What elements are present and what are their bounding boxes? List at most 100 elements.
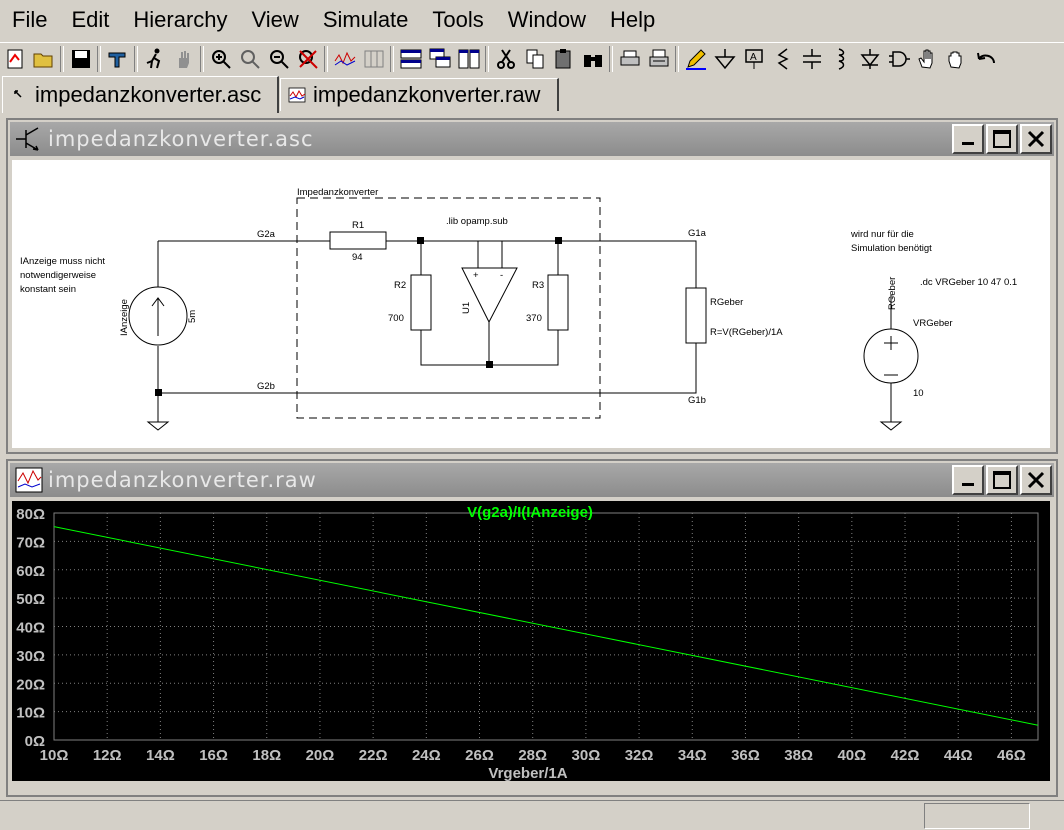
inductor-button[interactable] <box>826 45 855 73</box>
label-rgeber-name: RGeber <box>710 297 743 308</box>
label-lib: .lib opamp.sub <box>446 216 508 227</box>
component-button[interactable] <box>884 45 913 73</box>
paste-icon <box>555 49 570 69</box>
svg-text:A: A <box>750 52 757 63</box>
maximize-button[interactable] <box>986 124 1018 154</box>
component-icon <box>888 51 910 67</box>
paste-button[interactable] <box>549 45 578 73</box>
opamp-plus-label: + <box>473 270 479 281</box>
zoom-pan-icon <box>240 50 260 69</box>
cascade-button[interactable] <box>425 45 454 73</box>
cut-button[interactable] <box>491 45 520 73</box>
menu-file[interactable]: File <box>12 7 48 32</box>
autorange-button[interactable] <box>330 45 359 73</box>
open-folder-icon <box>33 53 52 68</box>
label-u1: U1 <box>461 302 472 314</box>
menu-edit[interactable]: Edit <box>71 7 110 32</box>
label-r3-name: R3 <box>532 280 544 291</box>
note-left-line2: notwendigerweise <box>20 270 96 281</box>
y-tick-label: 20Ω <box>16 676 45 693</box>
tab-waveform[interactable]: impedanzkonverter.raw <box>280 78 559 111</box>
copy-icon <box>526 49 543 69</box>
find-button[interactable] <box>578 45 607 73</box>
run-button[interactable] <box>140 45 169 73</box>
x-tick-label: 44Ω <box>944 747 973 764</box>
trace-line[interactable] <box>53 526 1039 726</box>
label-ianzeige-name: IAnzeige <box>119 299 130 336</box>
x-tick-label: 14Ω <box>146 747 175 764</box>
tile-vertical-button[interactable] <box>454 45 483 73</box>
trace-title[interactable]: V(g2a)/I(IAnzeige) <box>467 504 593 521</box>
label-r2-name: R2 <box>394 280 406 291</box>
printer-setup-icon <box>620 50 639 66</box>
menu-view[interactable]: View <box>251 7 299 32</box>
undo-icon <box>976 52 995 64</box>
zoom-fit-button[interactable] <box>293 45 322 73</box>
label-net-button[interactable]: A <box>739 45 768 73</box>
run-icon <box>146 48 160 69</box>
maximize-button[interactable] <box>986 465 1018 495</box>
label-ianzeige-value: 5m <box>187 310 198 323</box>
x-tick-label: 20Ω <box>306 747 335 764</box>
zoom-in-button[interactable] <box>206 45 235 73</box>
x-tick-label: 18Ω <box>252 747 281 764</box>
schematic-titlebar[interactable]: impedanzkonverter.asc <box>10 122 1054 156</box>
waveform-titlebar[interactable]: impedanzkonverter.raw <box>10 463 1054 497</box>
close-button[interactable] <box>1020 124 1052 154</box>
capacitor-button[interactable] <box>797 45 826 73</box>
zoom-pan-button[interactable] <box>235 45 264 73</box>
undo-button[interactable] <box>971 45 1000 73</box>
label-vrgeber-name: VRGeber <box>913 318 953 329</box>
x-tick-label: 30Ω <box>572 747 601 764</box>
x-axis-label: Vrgeber/1A <box>488 765 567 781</box>
resistor-button[interactable] <box>768 45 797 73</box>
x-tick-label: 34Ω <box>678 747 707 764</box>
label-r3-value: 370 <box>526 313 542 324</box>
minimize-icon <box>962 483 974 486</box>
close-button[interactable] <box>1020 465 1052 495</box>
scissors-icon <box>496 49 515 69</box>
transistor-icon <box>16 127 39 151</box>
x-tick-label: 42Ω <box>891 747 920 764</box>
tile-horizontal-button[interactable] <box>396 45 425 73</box>
new-schematic-icon <box>7 49 22 69</box>
menu-window[interactable]: Window <box>507 7 587 32</box>
drag-hand-icon <box>948 51 961 69</box>
draw-wire-button[interactable] <box>681 45 710 73</box>
tab-schematic[interactable]: impedanzkonverter.asc <box>2 76 279 113</box>
label-g2b: G2b <box>257 381 275 392</box>
tab-waveform-label: impedanzkonverter.raw <box>313 82 541 107</box>
zoom-out-button[interactable] <box>264 45 293 73</box>
print-setup-button[interactable] <box>615 45 644 73</box>
halt-button[interactable] <box>169 45 198 73</box>
zoom-fit-icon <box>298 50 318 69</box>
maximize-icon <box>993 130 1011 148</box>
print-button[interactable] <box>644 45 673 73</box>
ground-button[interactable] <box>710 45 739 73</box>
schematic-canvas[interactable]: Impedanzkonverter .lib opamp.sub R1 94 R… <box>12 160 1050 448</box>
opamp-minus-label: - <box>500 270 503 281</box>
x-tick-label: 22Ω <box>359 747 388 764</box>
save-button[interactable] <box>66 45 95 73</box>
menu-tools[interactable]: Tools <box>432 7 484 32</box>
minimize-button[interactable] <box>952 124 984 154</box>
x-tick-label: 10Ω <box>40 747 69 764</box>
move-hand-icon <box>917 49 932 69</box>
new-schematic-button[interactable] <box>0 45 29 73</box>
copy-button[interactable] <box>520 45 549 73</box>
diode-button[interactable] <box>855 45 884 73</box>
menu-help[interactable]: Help <box>610 7 656 32</box>
control-panel-button[interactable] <box>103 45 132 73</box>
drag-button[interactable] <box>942 45 971 73</box>
waveform-file-icon <box>287 85 307 105</box>
menu-simulate[interactable]: Simulate <box>322 7 409 32</box>
waveform-title: impedanzkonverter.raw <box>48 468 317 492</box>
waveform-grid-button[interactable] <box>359 45 388 73</box>
open-button[interactable] <box>29 45 58 73</box>
minimize-button[interactable] <box>952 465 984 495</box>
note-right-line2: Simulation benötigt <box>851 243 932 254</box>
move-button[interactable] <box>913 45 942 73</box>
toolbar: A <box>0 42 1064 75</box>
menu-hierarchy[interactable]: Hierarchy <box>133 7 228 32</box>
